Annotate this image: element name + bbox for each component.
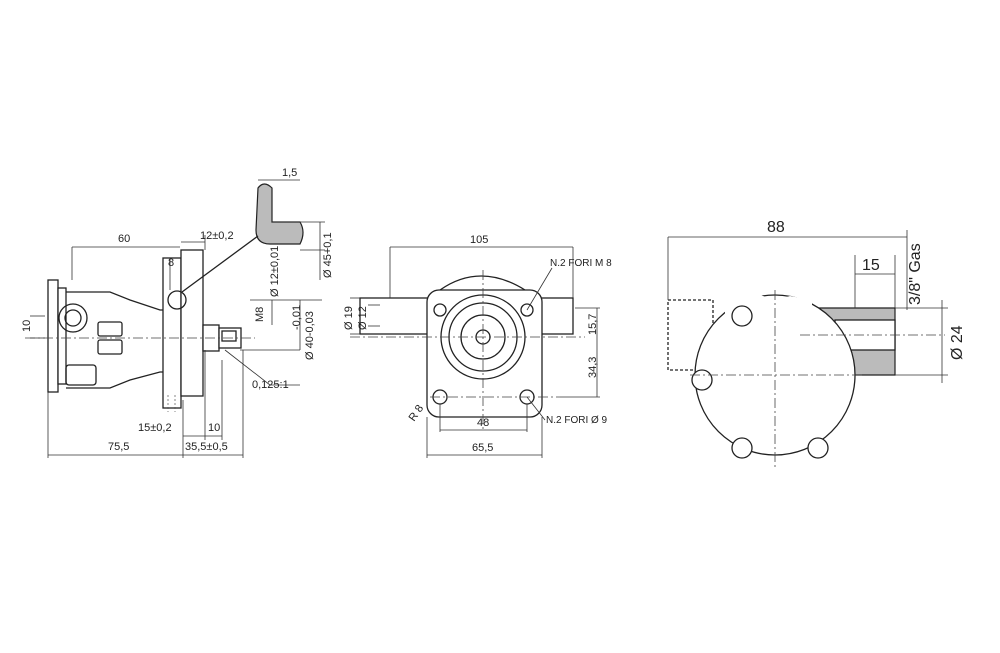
dim-15-rear: 15 xyxy=(862,257,880,274)
dim-65-5: 65,5 xyxy=(472,442,493,454)
front-view: 105 N.2 FORI M 8 Ø 19 Ø 12 15,7 34,3 R 8… xyxy=(343,234,612,458)
side-view-dimensions xyxy=(30,222,322,458)
bolt-hole xyxy=(807,437,829,459)
dim-48: 48 xyxy=(477,417,489,429)
dim-d24: Ø 24 xyxy=(949,325,966,360)
dim-88: 88 xyxy=(767,219,785,236)
dim-d40: Ø 40-0,03 xyxy=(304,311,316,360)
dim-10-left: 10 xyxy=(21,320,33,332)
dim-12: 12±0,2 xyxy=(200,230,234,242)
bolt-hole xyxy=(691,369,713,391)
gasket-detail xyxy=(181,179,325,293)
front-view-dimensions xyxy=(350,246,600,458)
dim-d12: Ø 12 xyxy=(357,306,369,330)
dim-d12: Ø 12±0,01 xyxy=(269,246,281,297)
dim-m8: M8 xyxy=(254,307,266,322)
side-view-body xyxy=(25,249,255,412)
holes-bottom-label: N.2 FORI Ø 9 xyxy=(546,415,608,426)
dim-8: 8 xyxy=(168,257,174,269)
dim-10: 10 xyxy=(208,422,220,434)
side-view: 60 12±0,2 8 1,5 Ø 45+0,1 Ø 12±0,01 M8 -0… xyxy=(21,167,334,458)
radius-label: R 8 xyxy=(407,403,427,424)
dim-d19: Ø 19 xyxy=(343,306,355,330)
dim-d40-tol: -0,01 xyxy=(291,305,303,330)
dim-taper: 0,125:1 xyxy=(252,379,289,391)
dim-75-5: 75,5 xyxy=(108,441,129,453)
bolt-hole xyxy=(433,303,447,317)
rear-view: 88 15 3/8" Gas Ø 24 xyxy=(667,219,966,470)
dim-1-5: 1,5 xyxy=(282,167,297,179)
bolt-hole xyxy=(520,303,534,317)
dim-35-5: 35,5±0,5 xyxy=(185,441,228,453)
rear-view-body xyxy=(667,290,945,470)
bolt-hole xyxy=(731,305,753,327)
dim-15-7: 15,7 xyxy=(587,314,599,335)
dim-15: 15±0,2 xyxy=(138,422,172,434)
dim-d45: Ø 45+0,1 xyxy=(322,232,334,278)
rear-view-dimensions xyxy=(667,230,948,383)
dim-60: 60 xyxy=(118,233,130,245)
dim-34-3: 34,3 xyxy=(587,357,599,378)
front-view-body xyxy=(350,270,585,430)
bolt-hole xyxy=(731,437,753,459)
holes-top-label: N.2 FORI M 8 xyxy=(550,258,612,269)
dim-105: 105 xyxy=(470,234,488,246)
thread-label: 3/8" Gas xyxy=(907,243,924,305)
